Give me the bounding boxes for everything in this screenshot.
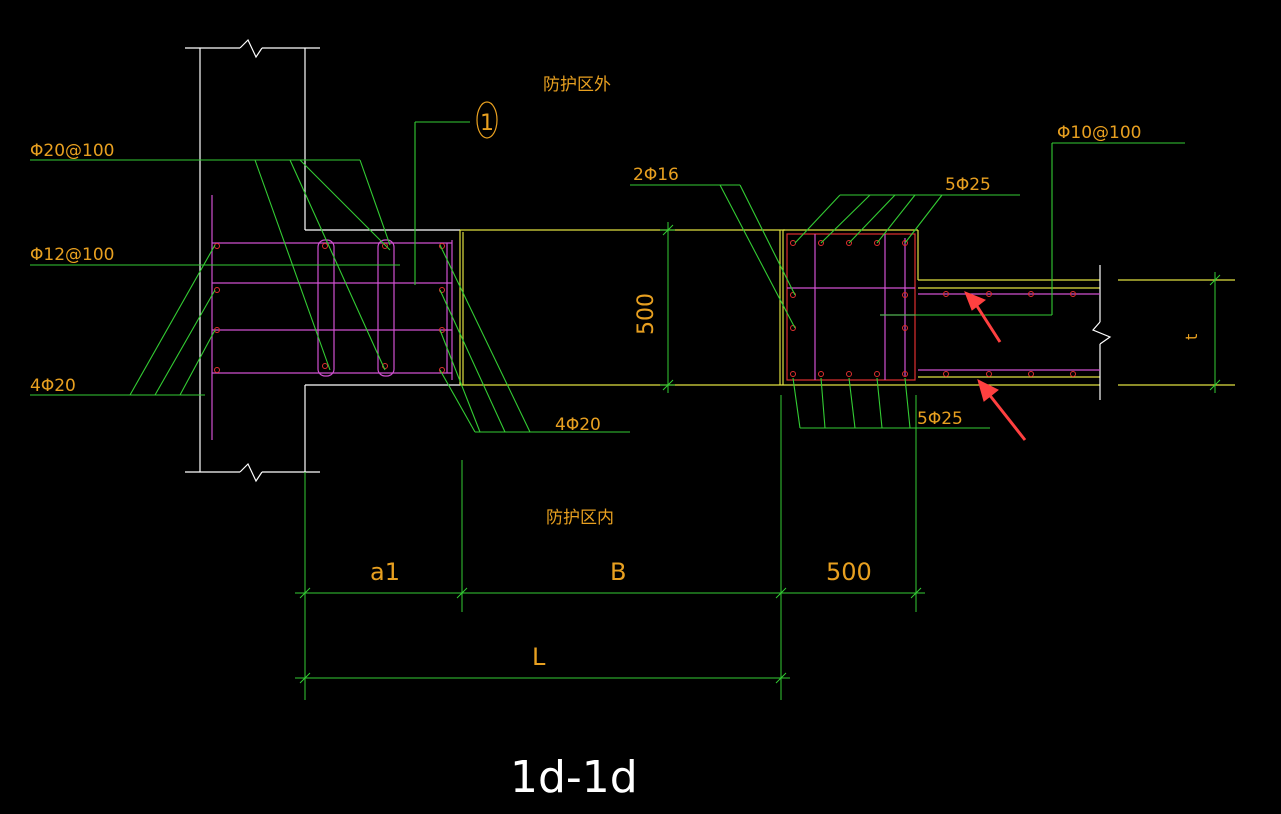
left-rebar-cage xyxy=(211,195,453,440)
section-title: 1d-1d xyxy=(510,752,638,803)
label-left-tie: Φ12@100 xyxy=(30,245,114,265)
left-rebar-dots xyxy=(214,243,445,373)
label-slab-thickness: t xyxy=(1182,334,1201,340)
beam-outline xyxy=(459,229,1235,386)
leader-lines xyxy=(30,121,1185,433)
dim-L: L xyxy=(532,643,546,671)
zone-outside-label: 防护区外 xyxy=(543,75,611,95)
dim-a1: a1 xyxy=(370,558,400,586)
label-right-bottom-main: 5Φ25 xyxy=(917,409,963,429)
callout-circle xyxy=(476,101,498,139)
label-left-bars: 4Φ20 xyxy=(30,376,76,396)
red-arrows xyxy=(964,291,1027,441)
zone-inside-label: 防护区内 xyxy=(546,508,614,528)
label-beam-depth: 500 xyxy=(634,293,659,335)
label-center-bars: 4Φ20 xyxy=(555,415,601,435)
right-column-rebar xyxy=(786,233,1100,381)
label-slab-bar: Φ10@100 xyxy=(1057,123,1141,143)
dim-500: 500 xyxy=(826,558,872,586)
dimension-lines xyxy=(295,222,1221,700)
label-right-top-main: 5Φ25 xyxy=(945,175,991,195)
dim-B: B xyxy=(610,558,626,586)
callout-number: 1 xyxy=(480,111,494,136)
left-wall xyxy=(185,38,460,483)
right-rebar-dots xyxy=(790,240,1076,377)
label-left-stirrup: Φ20@100 xyxy=(30,141,114,161)
right-break-line xyxy=(1091,265,1112,400)
label-top-bars-right: 2Φ16 xyxy=(633,165,679,185)
